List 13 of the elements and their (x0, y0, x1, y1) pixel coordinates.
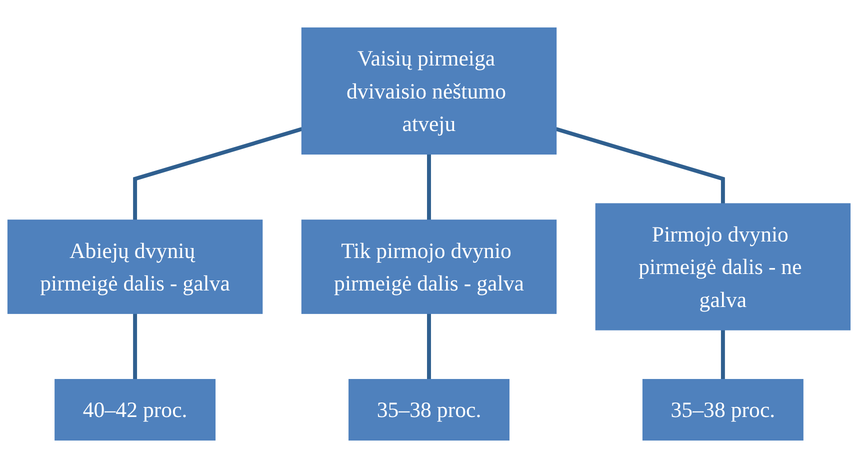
connector (133, 313, 138, 380)
connector (427, 154, 431, 220)
node-box: Vaisių pirmeiga dvivaisio nėštumo atveju (301, 27, 557, 155)
connector (133, 127, 302, 220)
node-box: 40–42 proc. (54, 378, 216, 441)
node-box: Abiejų dvynių pirmeigė dalis - galva (7, 220, 263, 314)
connector (427, 313, 431, 380)
node-box: Pirmojo dvynio pirmeigė dalis - ne galva (595, 203, 851, 330)
connector (556, 127, 725, 204)
node-box: 35–38 proc. (642, 378, 804, 441)
node-box: Tik pirmojo dvynio pirmeigė dalis - galva (301, 220, 557, 314)
connector (720, 330, 725, 380)
node-box: 35–38 proc. (348, 378, 510, 441)
